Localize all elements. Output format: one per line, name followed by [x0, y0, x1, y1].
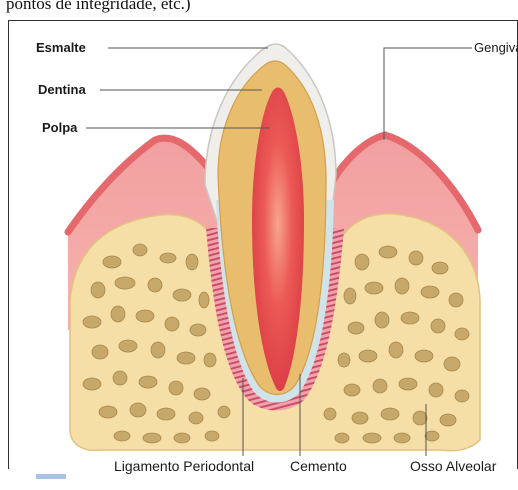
label-osso-alveolar: Osso Alveolar — [410, 458, 496, 474]
leader-gengiva — [384, 48, 472, 140]
label-dentina: Dentina — [38, 82, 86, 97]
label-esmalte: Esmalte — [36, 40, 86, 55]
label-ligamento-periodontal: Ligamento Periodontal — [114, 458, 254, 474]
blue-mark — [36, 474, 66, 479]
label-cemento: Cemento — [290, 458, 347, 474]
label-gengiva: Gengiva — [474, 40, 518, 55]
label-polpa: Polpa — [42, 120, 77, 135]
